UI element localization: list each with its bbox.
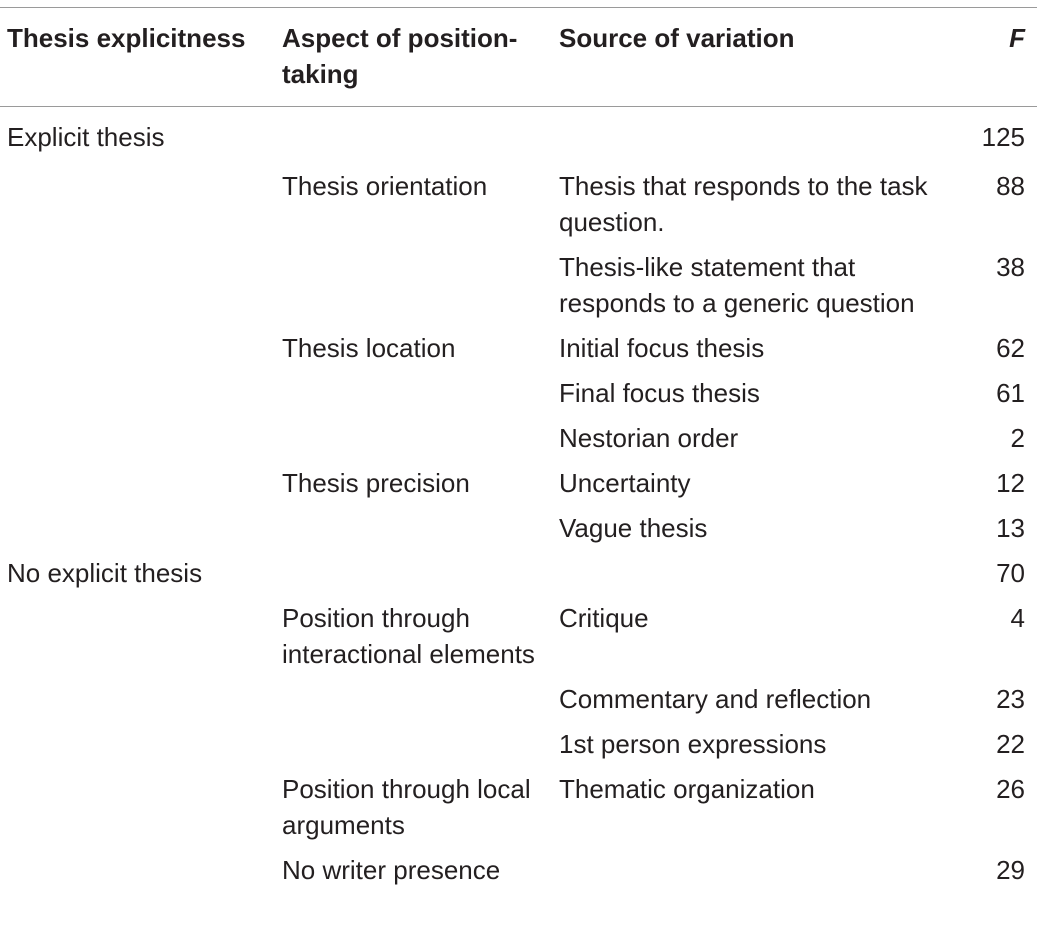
cell-aspect [275,506,552,551]
cell-thesis-explicitness [0,371,275,416]
table-row: Vague thesis 13 [0,506,1037,551]
table-row: Thesis precision Uncertainty 12 [0,461,1037,506]
cell-aspect [275,245,552,326]
cell-frequency: 61 [996,378,1025,408]
table-row: Final focus thesis 61 [0,371,1037,416]
cell-thesis-explicitness [0,848,275,893]
cell-frequency: 125 [981,122,1025,152]
cell-frequency: 22 [996,729,1025,759]
cell-aspect [275,677,552,722]
table-row: Position through local arguments Thematic… [0,767,1037,848]
cell-source: Final focus thesis [559,378,760,408]
cell-thesis-explicitness [0,506,275,551]
cell-aspect: Thesis precision [282,468,470,498]
cell-aspect [275,416,552,461]
cell-frequency: 38 [996,252,1025,282]
cell-source [552,848,962,893]
cell-thesis-explicitness [0,677,275,722]
cell-aspect: Position through interactional elements [282,603,535,669]
table-header: Thesis explicitness Aspect of position-t… [0,7,1037,107]
cell-frequency: 26 [996,774,1025,804]
table-row: Explicit thesis 125 [0,107,1037,165]
cell-aspect [275,722,552,767]
cell-source: Thesis-like statement that responds to a… [559,252,915,318]
cell-frequency: 88 [996,171,1025,201]
cell-source: Nestorian order [559,423,739,453]
cell-source: Thematic organization [559,774,815,804]
cell-thesis-explicitness [0,245,275,326]
cell-thesis-explicitness [0,722,275,767]
cell-frequency: 70 [996,558,1025,588]
table-row: Thesis orientation Thesis that responds t… [0,164,1037,245]
table-row: Position through interactional elements C… [0,596,1037,677]
cell-source: 1st person expressions [559,729,827,759]
table-row: Thesis location Initial focus thesis 62 [0,326,1037,371]
cell-source: Critique [559,603,649,633]
cell-frequency: 23 [996,684,1025,714]
cell-thesis-explicitness: No explicit thesis [7,558,203,588]
cell-frequency: 13 [996,513,1025,543]
cell-source [552,107,962,165]
data-table: Thesis explicitness Aspect of position-t… [0,7,1037,893]
header-row: Thesis explicitness Aspect of position-t… [0,7,1037,107]
cell-frequency: 62 [996,333,1025,363]
cell-aspect [275,107,552,165]
table-row: Nestorian order 2 [0,416,1037,461]
cell-frequency: 29 [996,855,1025,885]
cell-thesis-explicitness [0,596,275,677]
cell-thesis-explicitness: Explicit thesis [7,122,165,152]
table-row: No writer presence 29 [0,848,1037,893]
table-row: Commentary and reflection 23 [0,677,1037,722]
table-row: 1st person expressions 22 [0,722,1037,767]
cell-source [552,551,962,596]
cell-source: Commentary and reflection [559,684,872,714]
cell-source: Initial focus thesis [559,333,765,363]
cell-aspect: Position through local arguments [282,774,531,840]
cell-thesis-explicitness [0,416,275,461]
table-row: Thesis-like statement that responds to a… [0,245,1037,326]
cell-frequency: 12 [996,468,1025,498]
table-row: No explicit thesis 70 [0,551,1037,596]
cell-frequency: 2 [1010,423,1025,453]
cell-source: Uncertainty [559,468,691,498]
cell-thesis-explicitness [0,164,275,245]
cell-aspect: No writer presence [282,855,501,885]
cell-aspect [275,551,552,596]
header-source-of-variation: Source of variation [559,23,795,53]
header-aspect-of-position-taking: Aspect of position-taking [282,23,518,89]
cell-aspect [275,371,552,416]
cell-thesis-explicitness [0,461,275,506]
cell-frequency: 4 [1010,603,1025,633]
cell-source: Thesis that responds to the task questio… [559,171,928,237]
header-thesis-explicitness: Thesis explicitness [7,23,246,53]
cell-source: Vague thesis [559,513,708,543]
cell-thesis-explicitness [0,767,275,848]
cell-thesis-explicitness [0,326,275,371]
cell-aspect: Thesis location [282,333,456,363]
header-frequency: F [1009,23,1025,53]
cell-aspect: Thesis orientation [282,171,488,201]
